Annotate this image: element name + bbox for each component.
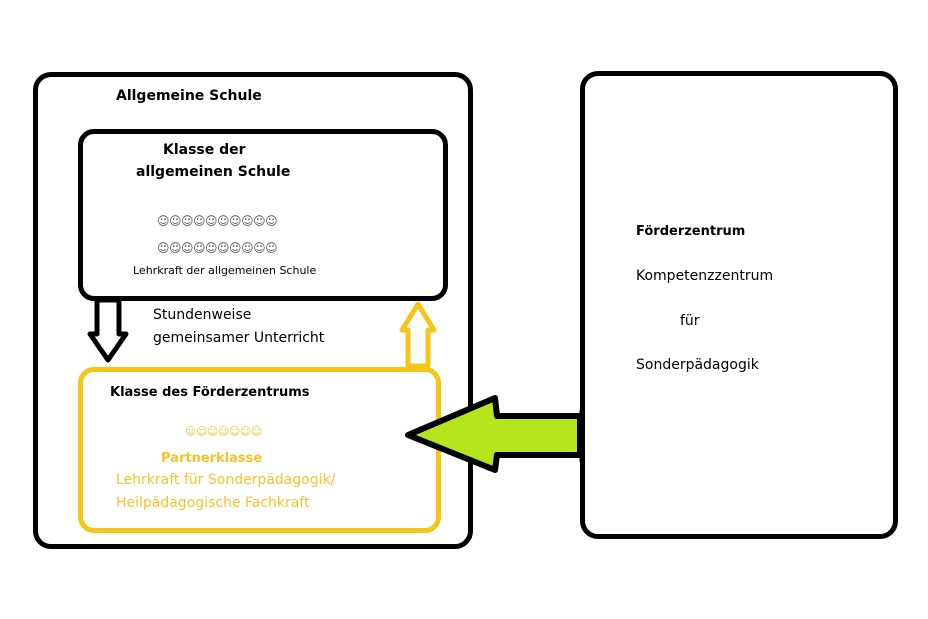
- support-class-title: Klasse des Förderzentrums: [110, 385, 310, 400]
- support-center-line1: Kompetenzzentrum: [636, 268, 774, 284]
- green-arrow-icon: [405, 395, 583, 473]
- general-class-box: [78, 129, 448, 301]
- general-class-title-line1: Klasse der: [163, 142, 246, 158]
- staff-line-2: Heilpädagogische Fachkraft: [116, 495, 310, 511]
- partner-class-label: Partnerklasse: [161, 451, 263, 466]
- down-arrow-icon: [87, 297, 129, 363]
- students-row-2: ☺☺☺☺☺☺☺☺☺☺: [157, 241, 278, 255]
- support-center-line3: Sonderpädagogik: [636, 357, 759, 373]
- support-center-line2: für: [680, 313, 700, 329]
- support-center-title: Förderzentrum: [636, 224, 746, 239]
- exchange-label-line2: gemeinsamer Unterricht: [153, 330, 325, 346]
- general-teacher-label: Lehrkraft der allgemeinen Schule: [133, 264, 317, 277]
- general-school-title: Allgemeine Schule: [116, 88, 262, 104]
- support-students-row: ☺☺☺☺☺☺☺: [185, 425, 262, 438]
- students-row-1: ☺☺☺☺☺☺☺☺☺☺: [157, 214, 278, 228]
- exchange-label-line1: Stundenweise: [153, 307, 252, 323]
- support-center-box: [580, 71, 898, 539]
- up-arrow-icon: [399, 301, 437, 369]
- general-class-title-line2: allgemeinen Schule: [136, 164, 291, 180]
- staff-line-1: Lehrkraft für Sonderpädagogik/: [116, 472, 336, 488]
